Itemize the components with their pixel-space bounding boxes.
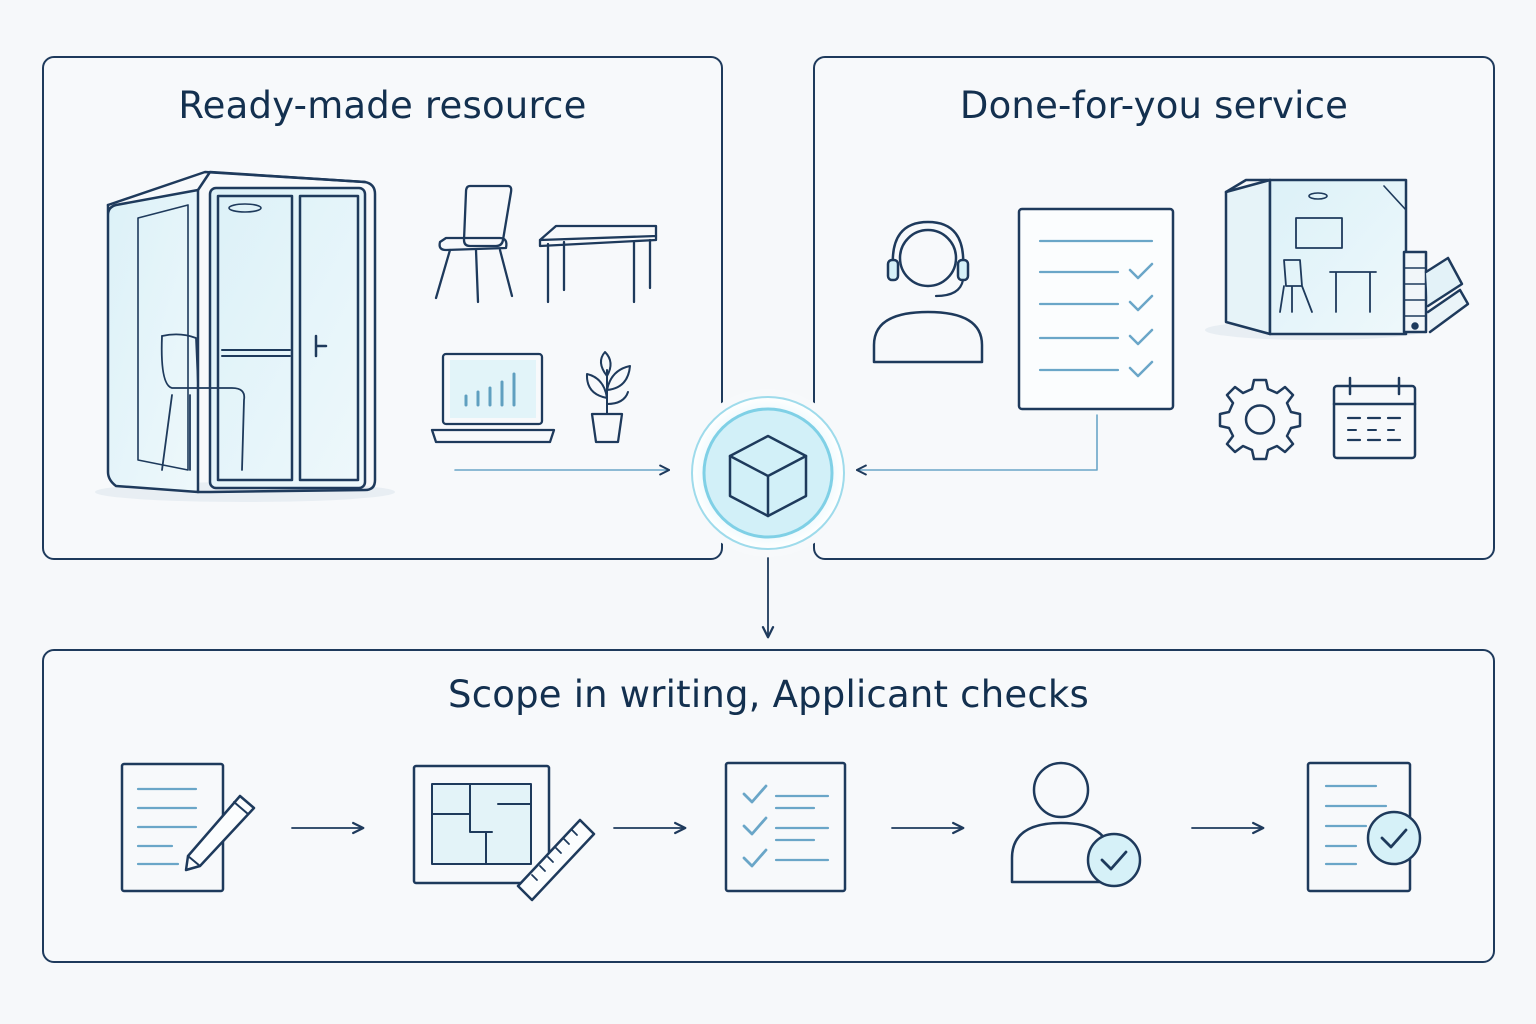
swatch-icon [1402,250,1470,334]
document-check-icon [1306,761,1422,893]
gear-icon [1218,378,1302,461]
person-check-icon [1010,761,1142,888]
ready-made-resource-title: Ready-made resource [178,84,587,127]
right-to-hub-arrow [855,414,1098,476]
floor-plan-ruler-icon [412,764,596,902]
furnished-booth-icon [1205,178,1425,340]
booth-icon [95,170,395,502]
desk-icon [538,224,658,304]
scope-checks-panel: Scope in writing, Applicant checks [42,649,1495,963]
checklist-document-icon [1017,207,1175,411]
done-for-you-service-title: Done-for-you service [959,84,1349,127]
support-agent-icon [872,220,984,364]
plant-icon [585,351,631,444]
chair-icon [434,184,514,304]
laptop-chart-icon [430,352,556,444]
calendar-icon [1332,376,1417,460]
document-pen-icon [120,762,256,893]
scope-checks-title: Scope in writing, Applicant checks [448,673,1089,716]
checklist-icon [724,761,847,893]
cube-icon [684,389,852,557]
